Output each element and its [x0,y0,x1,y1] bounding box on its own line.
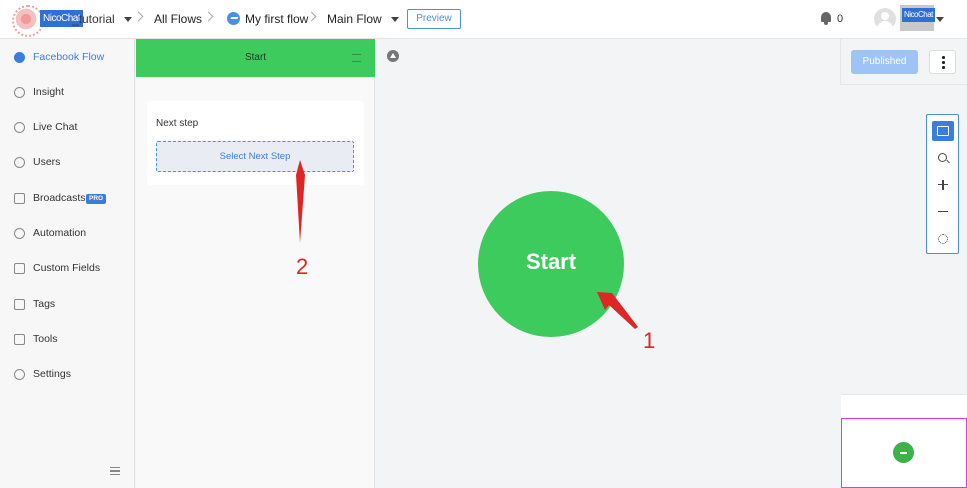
sidebar-item-label: Tags [33,298,56,310]
sidebar-item-tools[interactable]: Tools [0,330,135,350]
step-panel: Start Next step Select Next Step [136,39,375,488]
workspace-name-label: _tutorial [72,12,115,26]
chat-widget-header [841,394,967,418]
next-step-card: Next step Select Next Step [147,101,364,185]
chevron-down-icon[interactable] [936,17,944,22]
messenger-icon [227,12,240,25]
chevron-right-icon [133,11,144,22]
sidebar: Facebook Flow Insight Live Chat Users Br… [0,39,135,488]
brand-logo-icon[interactable] [12,5,44,37]
chevron-down-icon[interactable] [124,17,133,23]
sidebar-item-label: Facebook Flow [33,51,105,63]
workspace-name[interactable]: _tutorial [72,12,133,26]
menu-icon[interactable] [110,467,120,475]
notification-count: 0 [837,13,844,25]
messenger-icon [14,52,25,63]
preview-button[interactable]: Preview [407,9,461,29]
gauge-icon [14,87,25,98]
sidebar-item-live-chat[interactable]: Live Chat [0,118,135,138]
gear-icon [14,369,25,380]
folder-icon[interactable] [932,121,954,141]
breadcrumb-my-first-flow[interactable]: My first flow [245,12,309,26]
user-badge-label: NicoChat [902,8,935,22]
sidebar-item-automation[interactable]: Automation [0,224,135,244]
sidebar-item-facebook-flow[interactable]: Facebook Flow [0,48,135,68]
sidebar-item-settings[interactable]: Settings [0,365,135,385]
panel-header: Start [136,39,375,77]
sidebar-item-label: Settings [33,368,71,380]
select-next-step-button[interactable]: Select Next Step [156,141,354,172]
user-badge[interactable]: NicoChat [900,5,935,31]
search-icon[interactable] [932,148,954,168]
sidebar-item-label: Tools [33,333,58,345]
sidebar-item-custom-fields[interactable]: Custom Fields [0,259,135,279]
send-icon [14,193,25,204]
breadcrumb-main-flow[interactable]: Main Flow [327,12,400,26]
canvas-toolbar [926,114,959,254]
annotation-number-1: 1 [643,328,656,353]
start-node[interactable]: Start [478,191,624,337]
zoom-in-icon[interactable] [932,175,954,195]
start-node-label: Start [525,249,577,274]
breadcrumb-all-flows[interactable]: All Flows [154,12,203,26]
sidebar-item-label: Insight [33,86,64,98]
menu-icon[interactable] [352,54,361,62]
sidebar-item-tags[interactable]: Tags [0,295,135,315]
sidebar-item-label: Broadcasts [33,192,86,204]
chevron-down-icon[interactable] [391,17,400,23]
avatar[interactable] [874,8,896,30]
sidebar-item-insight[interactable]: Insight [0,83,135,103]
fit-view-icon[interactable] [932,229,954,249]
sidebar-item-users[interactable]: Users [0,153,135,173]
sidebar-item-label: Users [33,156,61,168]
annotation-number-2: 2 [296,254,309,279]
brand-badge: NicoChat [40,10,84,27]
headset-icon [14,122,25,133]
user-icon [14,157,25,168]
sidebar-item-label: Custom Fields [33,262,101,274]
pro-badge: PRO [86,194,107,204]
sidebar-item-broadcasts[interactable]: Broadcasts PRO [0,189,135,209]
toolbox-icon [14,334,25,345]
published-button[interactable]: Published [851,50,918,74]
panel-title: Start [244,52,267,63]
chat-icon[interactable] [893,442,914,463]
next-step-label: Next step [156,118,199,129]
tag-icon [14,299,25,310]
sidebar-item-label: Live Chat [33,121,78,133]
zoom-out-icon[interactable] [932,202,954,222]
upload-icon[interactable] [387,50,399,62]
fields-icon [14,263,25,274]
top-bar: NicoChat _tutorial All Flows My first fl… [0,0,967,39]
globe-icon [14,228,25,239]
sidebar-item-label: Automation [33,227,87,239]
more-options-button[interactable] [929,50,956,74]
chevron-right-icon [203,11,214,22]
main-flow-label: Main Flow [327,12,382,26]
bell-icon[interactable] [820,12,832,25]
